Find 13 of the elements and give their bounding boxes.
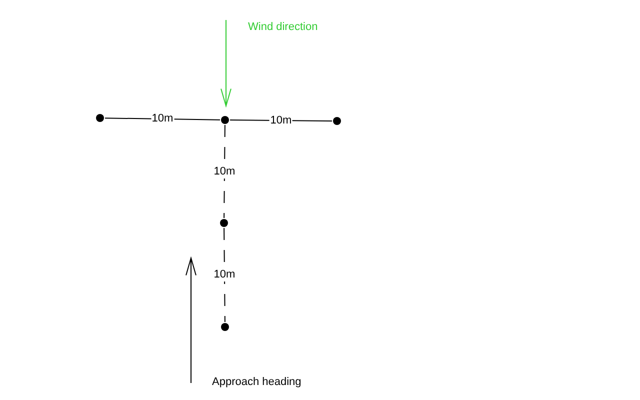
dot-marker — [96, 114, 104, 122]
distance-label: 10m — [269, 114, 293, 127]
heading-label: Approach heading — [212, 376, 302, 389]
connector-line — [224, 228, 226, 322]
connector-line — [230, 120, 332, 122]
dot-marker — [221, 116, 229, 124]
distance-label: 10m — [212, 268, 236, 282]
dot-marker — [333, 117, 341, 125]
wind-direction-label: Wind direction — [248, 21, 318, 34]
dot-marker — [221, 323, 229, 331]
distance-label: 10m — [212, 165, 236, 178]
dot-marker — [220, 219, 228, 227]
connector-line — [104, 118, 220, 120]
